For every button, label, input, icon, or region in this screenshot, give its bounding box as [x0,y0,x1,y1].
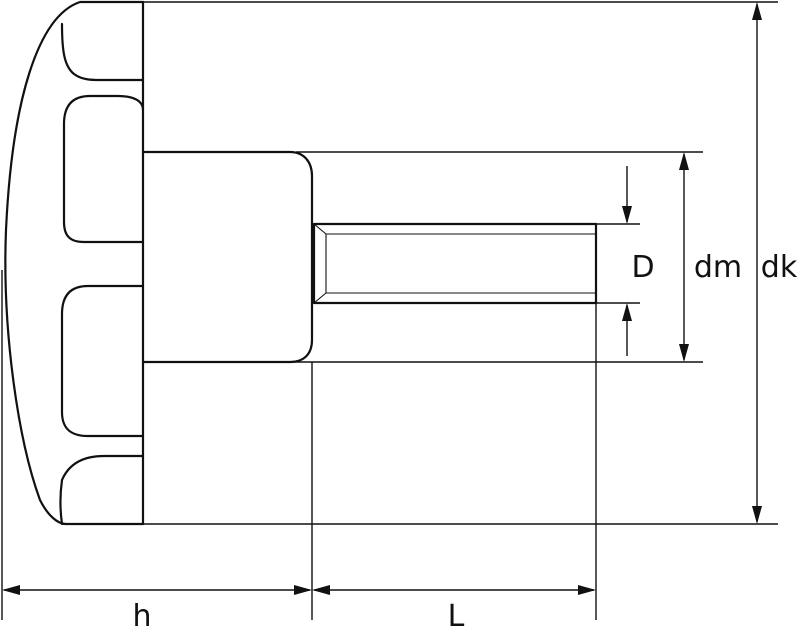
dim-dk-arrow-bottom [752,506,762,524]
dim-l-arrow-right [578,585,596,595]
dim-h-arrow-left [2,585,20,595]
shaft-outline [312,222,598,305]
dim-h-arrow-right [294,585,312,595]
dim-h-label: h [132,599,151,634]
dim-dk-label: dk [761,250,798,285]
knob-head [4,0,145,526]
dim-dk: dk [752,2,798,524]
dim-h: h [2,585,312,634]
chamfer-top [313,223,327,235]
dim-dm-arrow-top [679,152,689,170]
dim-l: L [312,585,596,634]
hub-body [141,150,314,364]
knob-lobe-lower [60,284,145,438]
dim-dk-arrow-top [752,2,762,20]
dim-dm-label: dm [694,250,742,285]
knob-outer-contour [4,0,145,526]
knob-lobe-upper [62,94,145,244]
dim-l-label: L [448,599,465,634]
dim-dm: dm [679,152,742,362]
dim-l-arrow-left [312,585,330,595]
dim-d-arrow-top [622,206,632,224]
dim-dm-arrow-bottom [679,344,689,362]
chamfer-bottom [313,292,327,304]
dim-d-label: D [631,250,654,285]
dim-d: D [622,166,655,356]
knob-lobe-top [60,22,145,82]
dim-d-arrow-bottom [622,303,632,321]
threaded-shaft [312,222,598,305]
knob-lobe-bottom [59,454,145,526]
extension-lines [1,1,778,620]
